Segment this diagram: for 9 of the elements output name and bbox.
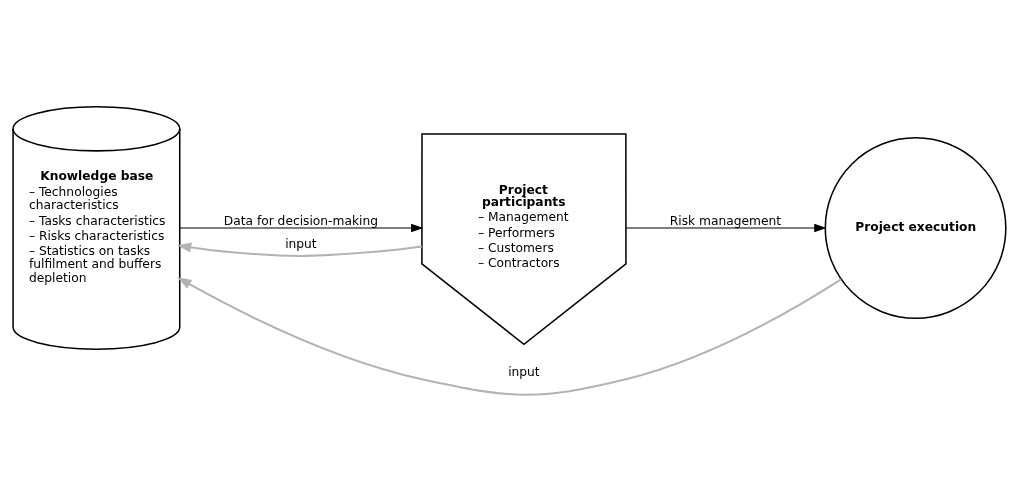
arrow bbox=[625, 223, 827, 232]
node-circle: Project execution bbox=[824, 136, 1007, 319]
edge-label: Data for decision-making bbox=[223, 213, 379, 228]
edge-label: input bbox=[508, 364, 540, 379]
arrow bbox=[179, 223, 424, 232]
edge-label: input bbox=[285, 236, 317, 251]
arrow bbox=[177, 276, 842, 396]
arrow bbox=[176, 241, 422, 257]
edge-label: Risk management bbox=[669, 213, 782, 228]
